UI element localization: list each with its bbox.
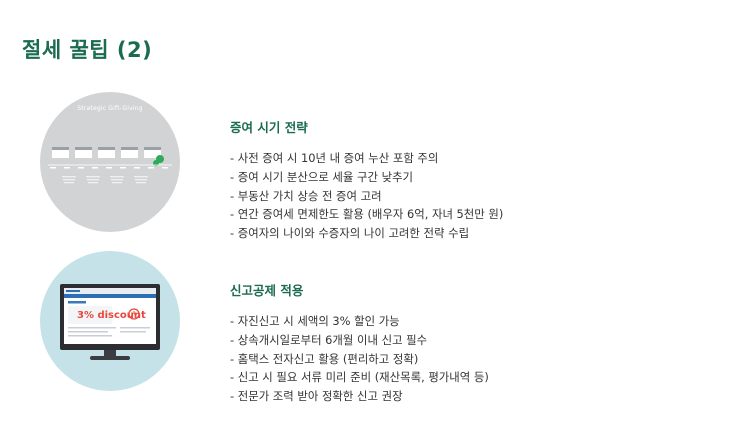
timer-icon (128, 308, 140, 320)
bullet-item: - 연간 증여세 면제한도 활용 (배우자 6억, 자녀 5천만 원) (230, 207, 504, 222)
page-title: 절세 꿀팁 (2) (22, 38, 153, 62)
bullet-item: - 자진신고 시 세액의 3% 할인 가능 (230, 314, 400, 328)
monitor-neck (104, 350, 116, 356)
illustration-caption: Strategic Gift-Giving (77, 105, 143, 112)
bullet-item: - 증여 시기 분산으로 세율 구간 낮추기 (230, 169, 414, 184)
bullet-item: - 홈택스 전자신고 활용 (편리하고 정확) (230, 351, 419, 366)
monitor-stand (90, 356, 130, 360)
section-heading: 신고공제 적용 (230, 283, 304, 298)
bullet-item: - 신고 시 필요 서류 미리 준비 (재산목록, 평가내역 등) (230, 370, 489, 385)
bullet-item: - 사전 증여 시 10년 내 증여 누산 포함 주의 (230, 151, 439, 165)
bullet-item: - 전문가 조력 받아 정확한 신고 권장 (230, 389, 403, 404)
gift-icon (153, 155, 164, 166)
bullet-item: - 상속개시일로부터 6개월 이내 신고 필수 (230, 332, 428, 347)
timeline-graphic (48, 147, 172, 184)
bullet-item: - 부동산 가치 상승 전 증여 고려 (230, 188, 382, 203)
discount-badge: 3% discount (77, 310, 146, 321)
timeline-cards (52, 147, 161, 158)
monitor-graphic: 3% discount (60, 284, 160, 360)
discount-monitor-illustration: 3% discount (40, 251, 180, 391)
timeline-ticks (50, 167, 168, 169)
section-filing-deduction: 신고공제 적용 - 자진신고 시 세액의 3% 할인 가능 - 상속개시일로부터… (230, 280, 710, 406)
timeline-notes (62, 176, 148, 184)
gift-timeline-illustration: Strategic Gift-Giving (40, 92, 180, 232)
bullet-list: - 사전 증여 시 10년 내 증여 누산 포함 주의 - 증여 시기 분산으로… (230, 149, 710, 243)
bullet-list: - 자진신고 시 세액의 3% 할인 가능 - 상속개시일로부터 6개월 이내 … (230, 312, 710, 406)
section-heading: 증여 시기 전략 (230, 120, 308, 135)
bullet-item: - 증여자의 나이와 수증자의 나이 고려한 전략 수립 (230, 226, 470, 241)
section-gift-timing: 증여 시기 전략 - 사전 증여 시 10년 내 증여 누산 포함 주의 - 증… (230, 117, 710, 243)
